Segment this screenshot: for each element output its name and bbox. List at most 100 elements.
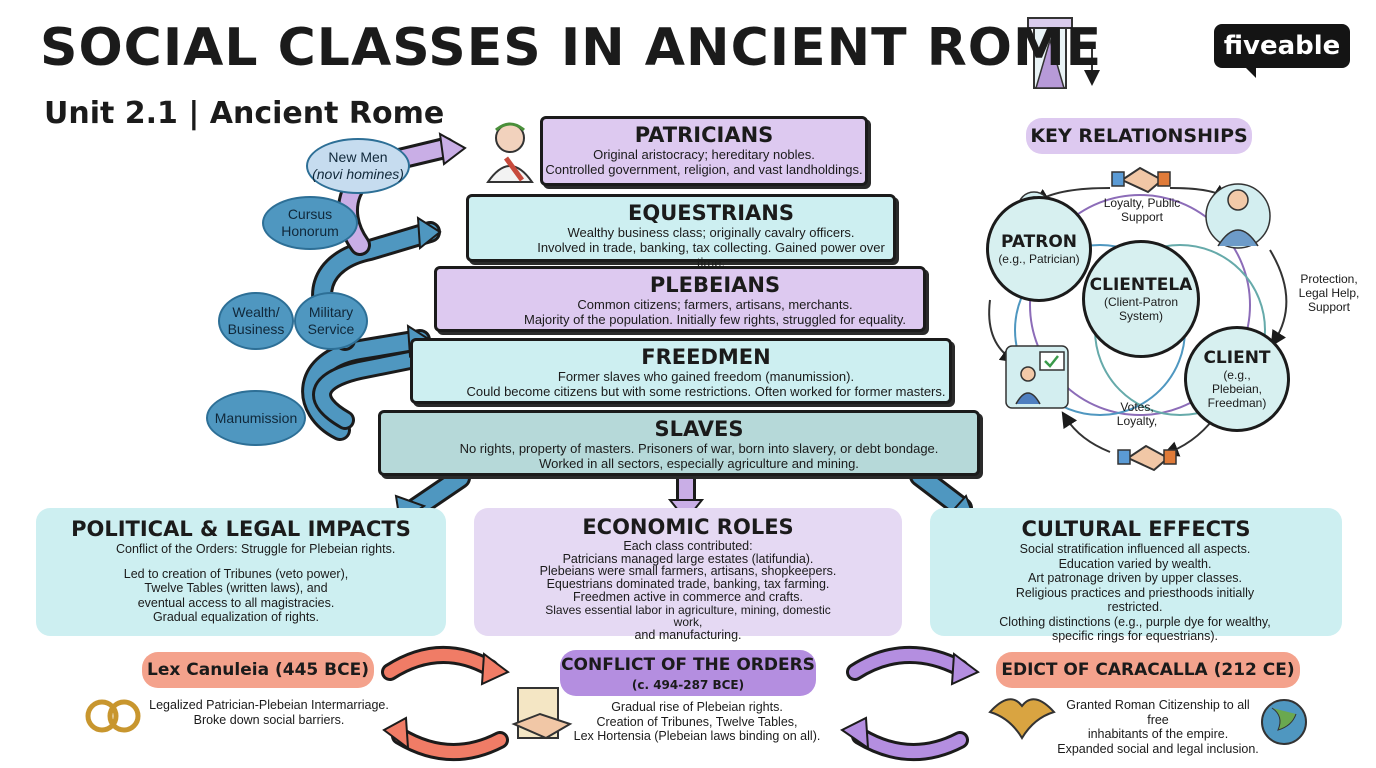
conflict-of-orders-notes: Gradual rise of Plebeian rights. Creatio…	[572, 700, 822, 744]
relationship-label-right: Protection, Legal Help, Support	[1298, 272, 1360, 314]
political-line-1: Led to creation of Tribunes (veto power)…	[123, 566, 349, 581]
political-title: POLITICAL & LEGAL IMPACTS	[71, 517, 411, 541]
conflict-line-1: Gradual rise of Plebeian rights.	[611, 700, 783, 714]
client-sub: (e.g., Plebeian, Freedman)	[1207, 368, 1267, 410]
edict-line-2: inhabitants of the empire.	[1087, 727, 1229, 741]
oval-new-men-italic: (novi homines)	[312, 166, 404, 182]
patron-node: PATRON (e.g., Patrician)	[986, 196, 1092, 302]
brand-logo-tail	[1244, 66, 1256, 78]
cultural-line-1: Social stratification influenced all asp…	[1019, 542, 1251, 556]
clientela-title: CLIENTELA	[1089, 275, 1193, 295]
panel-cultural-effects: CULTURAL EFFECTS Social stratification i…	[930, 508, 1342, 643]
tier-freedmen: FREEDMEN Former slaves who gained freedo…	[410, 338, 952, 404]
cultural-line-5: Clothing distinctions (e.g., purple dye …	[999, 614, 1271, 629]
tier-slaves-line-2: Worked in all sectors, especially agricu…	[539, 456, 859, 471]
tier-patricians: PATRICIANS Original aristocracy; heredit…	[540, 116, 868, 186]
cultural-line-2: Education varied by wealth.	[1058, 556, 1212, 571]
economic-line-5: Freedmen active in commerce and crafts.	[573, 589, 803, 604]
lex-canuleia-title: Lex Canuleia (445 BCE)	[142, 652, 374, 688]
timeline-arrows	[381, 645, 969, 762]
handshake-icon-top	[1111, 166, 1171, 194]
economic-lines: Each class contributed: Patricians manag…	[474, 540, 902, 642]
tier-plebeians-line-1: Common citizens; farmers, artisans, merc…	[577, 297, 853, 312]
eagle-icon	[988, 698, 1056, 740]
political-intro: Conflict of the Orders: Struggle for Ple…	[116, 542, 396, 556]
tier-plebeians-line-2: Majority of the population. Initially fe…	[523, 312, 906, 327]
oval-new-men-label: New Men	[328, 149, 388, 165]
edict-of-caracalla-title: EDICT OF CARACALLA (212 CE)	[996, 652, 1300, 688]
economic-title: ECONOMIC ROLES	[582, 515, 794, 539]
cultural-line-6: specific rings for equestrians).	[1051, 629, 1219, 643]
brand-logo: fiveable	[1214, 24, 1350, 68]
tier-slaves: SLAVES No rights, property of masters. P…	[378, 410, 980, 476]
cultural-line-3: Art patronage driven by upper classes.	[1027, 571, 1242, 585]
economic-line-7: and manufacturing.	[634, 627, 742, 642]
rings-icon	[85, 699, 141, 733]
edict-notes: Granted Roman Citizenship to all free in…	[1054, 698, 1262, 756]
handshake-icon-bottom	[1117, 444, 1177, 472]
client-node: CLIENT (e.g., Plebeian, Freedman)	[1184, 326, 1290, 432]
column-pyramid-icon	[1027, 17, 1100, 89]
oval-cursus-honorum-label: Cursus Honorum	[281, 206, 339, 239]
tier-patricians-name: PATRICIANS	[634, 123, 774, 147]
economic-line-2: Patricians managed large estates (latifu…	[562, 551, 814, 566]
oval-cursus-honorum: Cursus Honorum	[262, 196, 358, 250]
cultural-title: CULTURAL EFFECTS	[1021, 517, 1251, 541]
conflict-line-3: Lex Hortensia (Plebeian laws binding on …	[573, 729, 821, 743]
oval-military-service-label: Military Service	[307, 304, 355, 337]
political-lines: Led to creation of Tribunes (veto power)…	[36, 567, 446, 625]
relationship-label-bottom: Votes, Loyalty,	[1116, 400, 1158, 428]
cultural-line-4: Religious practices and priesthoods init…	[1015, 585, 1255, 615]
oval-new-men: New Men (novi homines)	[306, 138, 410, 194]
tier-slaves-name: SLAVES	[654, 417, 744, 441]
document-handshake-icon	[511, 687, 573, 740]
conflict-of-orders-title: CONFLICT OF THE ORDERS (c. 494-287 BCE)	[560, 650, 816, 696]
relationship-label-top: Loyalty, Public Support	[1103, 196, 1181, 224]
lex-canuleia-line-1: Legalized Patrician-Plebeian Intermarria…	[149, 698, 389, 712]
economic-line-1: Each class contributed:	[623, 539, 753, 553]
political-line-4: Gradual equalization of rights.	[152, 610, 320, 624]
conflict-line-2: Creation of Tribunes, Twelve Tables,	[596, 714, 798, 729]
cultural-lines: Social stratification influenced all asp…	[930, 542, 1342, 644]
political-line-3: eventual access to all magistracies.	[137, 595, 335, 610]
pyramid-to-panel-arrows	[394, 465, 977, 524]
globe-icon	[1261, 699, 1307, 745]
edict-line-3: Expanded social and legal inclusion.	[1057, 741, 1259, 756]
panel-political-legal: POLITICAL & LEGAL IMPACTS Conflict of th…	[36, 508, 446, 636]
tier-equestrians: EQUESTRIANS Wealthy business class; orig…	[466, 194, 896, 270]
tier-freedmen-line-2: Could become citizens but with some rest…	[466, 384, 946, 399]
oval-manumission: Manumission	[206, 390, 306, 446]
tier-freedmen-line-1: Former slaves who gained freedom (manumi…	[557, 369, 855, 384]
patrician-icon	[486, 122, 534, 183]
tier-patricians-line-2: Controlled government, religion, and vas…	[545, 162, 863, 177]
tier-patricians-line-1: Original aristocracy; hereditary nobles.	[593, 147, 815, 162]
tier-equestrians-line-1: Wealthy business class; originally caval…	[567, 225, 855, 240]
oval-wealth-business: Wealth/ Business	[218, 292, 294, 350]
clientela-sub: (Client-Patron System)	[1103, 295, 1179, 323]
conflict-of-orders-dates: (c. 494-287 BCE)	[631, 678, 745, 692]
tier-slaves-line-1: No rights, property of masters. Prisoner…	[459, 441, 939, 456]
oval-manumission-label: Manumission	[214, 409, 298, 426]
economic-line-6: Slaves essential labor in agriculture, m…	[545, 602, 831, 630]
tier-plebeians-name: PLEBEIANS	[649, 273, 781, 297]
patron-sub: (e.g., Patrician)	[998, 252, 1080, 266]
patron-title: PATRON	[1000, 232, 1078, 252]
economic-line-4: Equestrians dominated trade, banking, ta…	[546, 577, 830, 592]
oval-wealth-business-label: Wealth/ Business	[227, 304, 285, 337]
political-line-2: Twelve Tables (written laws), and	[144, 581, 328, 595]
citizen-icon	[1205, 183, 1271, 249]
page-title: SOCIAL CLASSES IN ANCIENT ROME	[40, 18, 1103, 78]
conflict-of-orders-heading: CONFLICT OF THE ORDERS	[561, 655, 815, 675]
oval-military-service: Military Service	[294, 292, 368, 350]
tier-plebeians: PLEBEIANS Common citizens; farmers, arti…	[434, 266, 926, 332]
edict-line-1: Granted Roman Citizenship to all free	[1066, 698, 1250, 727]
page-subtitle: Unit 2.1 | Ancient Rome	[44, 96, 445, 131]
lex-canuleia-line-2: Broke down social barriers.	[193, 712, 345, 727]
lex-canuleia-notes: Legalized Patrician-Plebeian Intermarria…	[144, 698, 394, 727]
tier-freedmen-name: FREEDMEN	[641, 345, 771, 369]
tier-equestrians-name: EQUESTRIANS	[628, 201, 794, 225]
economic-line-3: Plebeians were small farmers, artisans, …	[539, 564, 837, 579]
key-relationships-title: KEY RELATIONSHIPS	[1026, 118, 1252, 154]
clientela-node: CLIENTELA (Client-Patron System)	[1082, 240, 1200, 358]
client-title: CLIENT	[1203, 348, 1271, 368]
